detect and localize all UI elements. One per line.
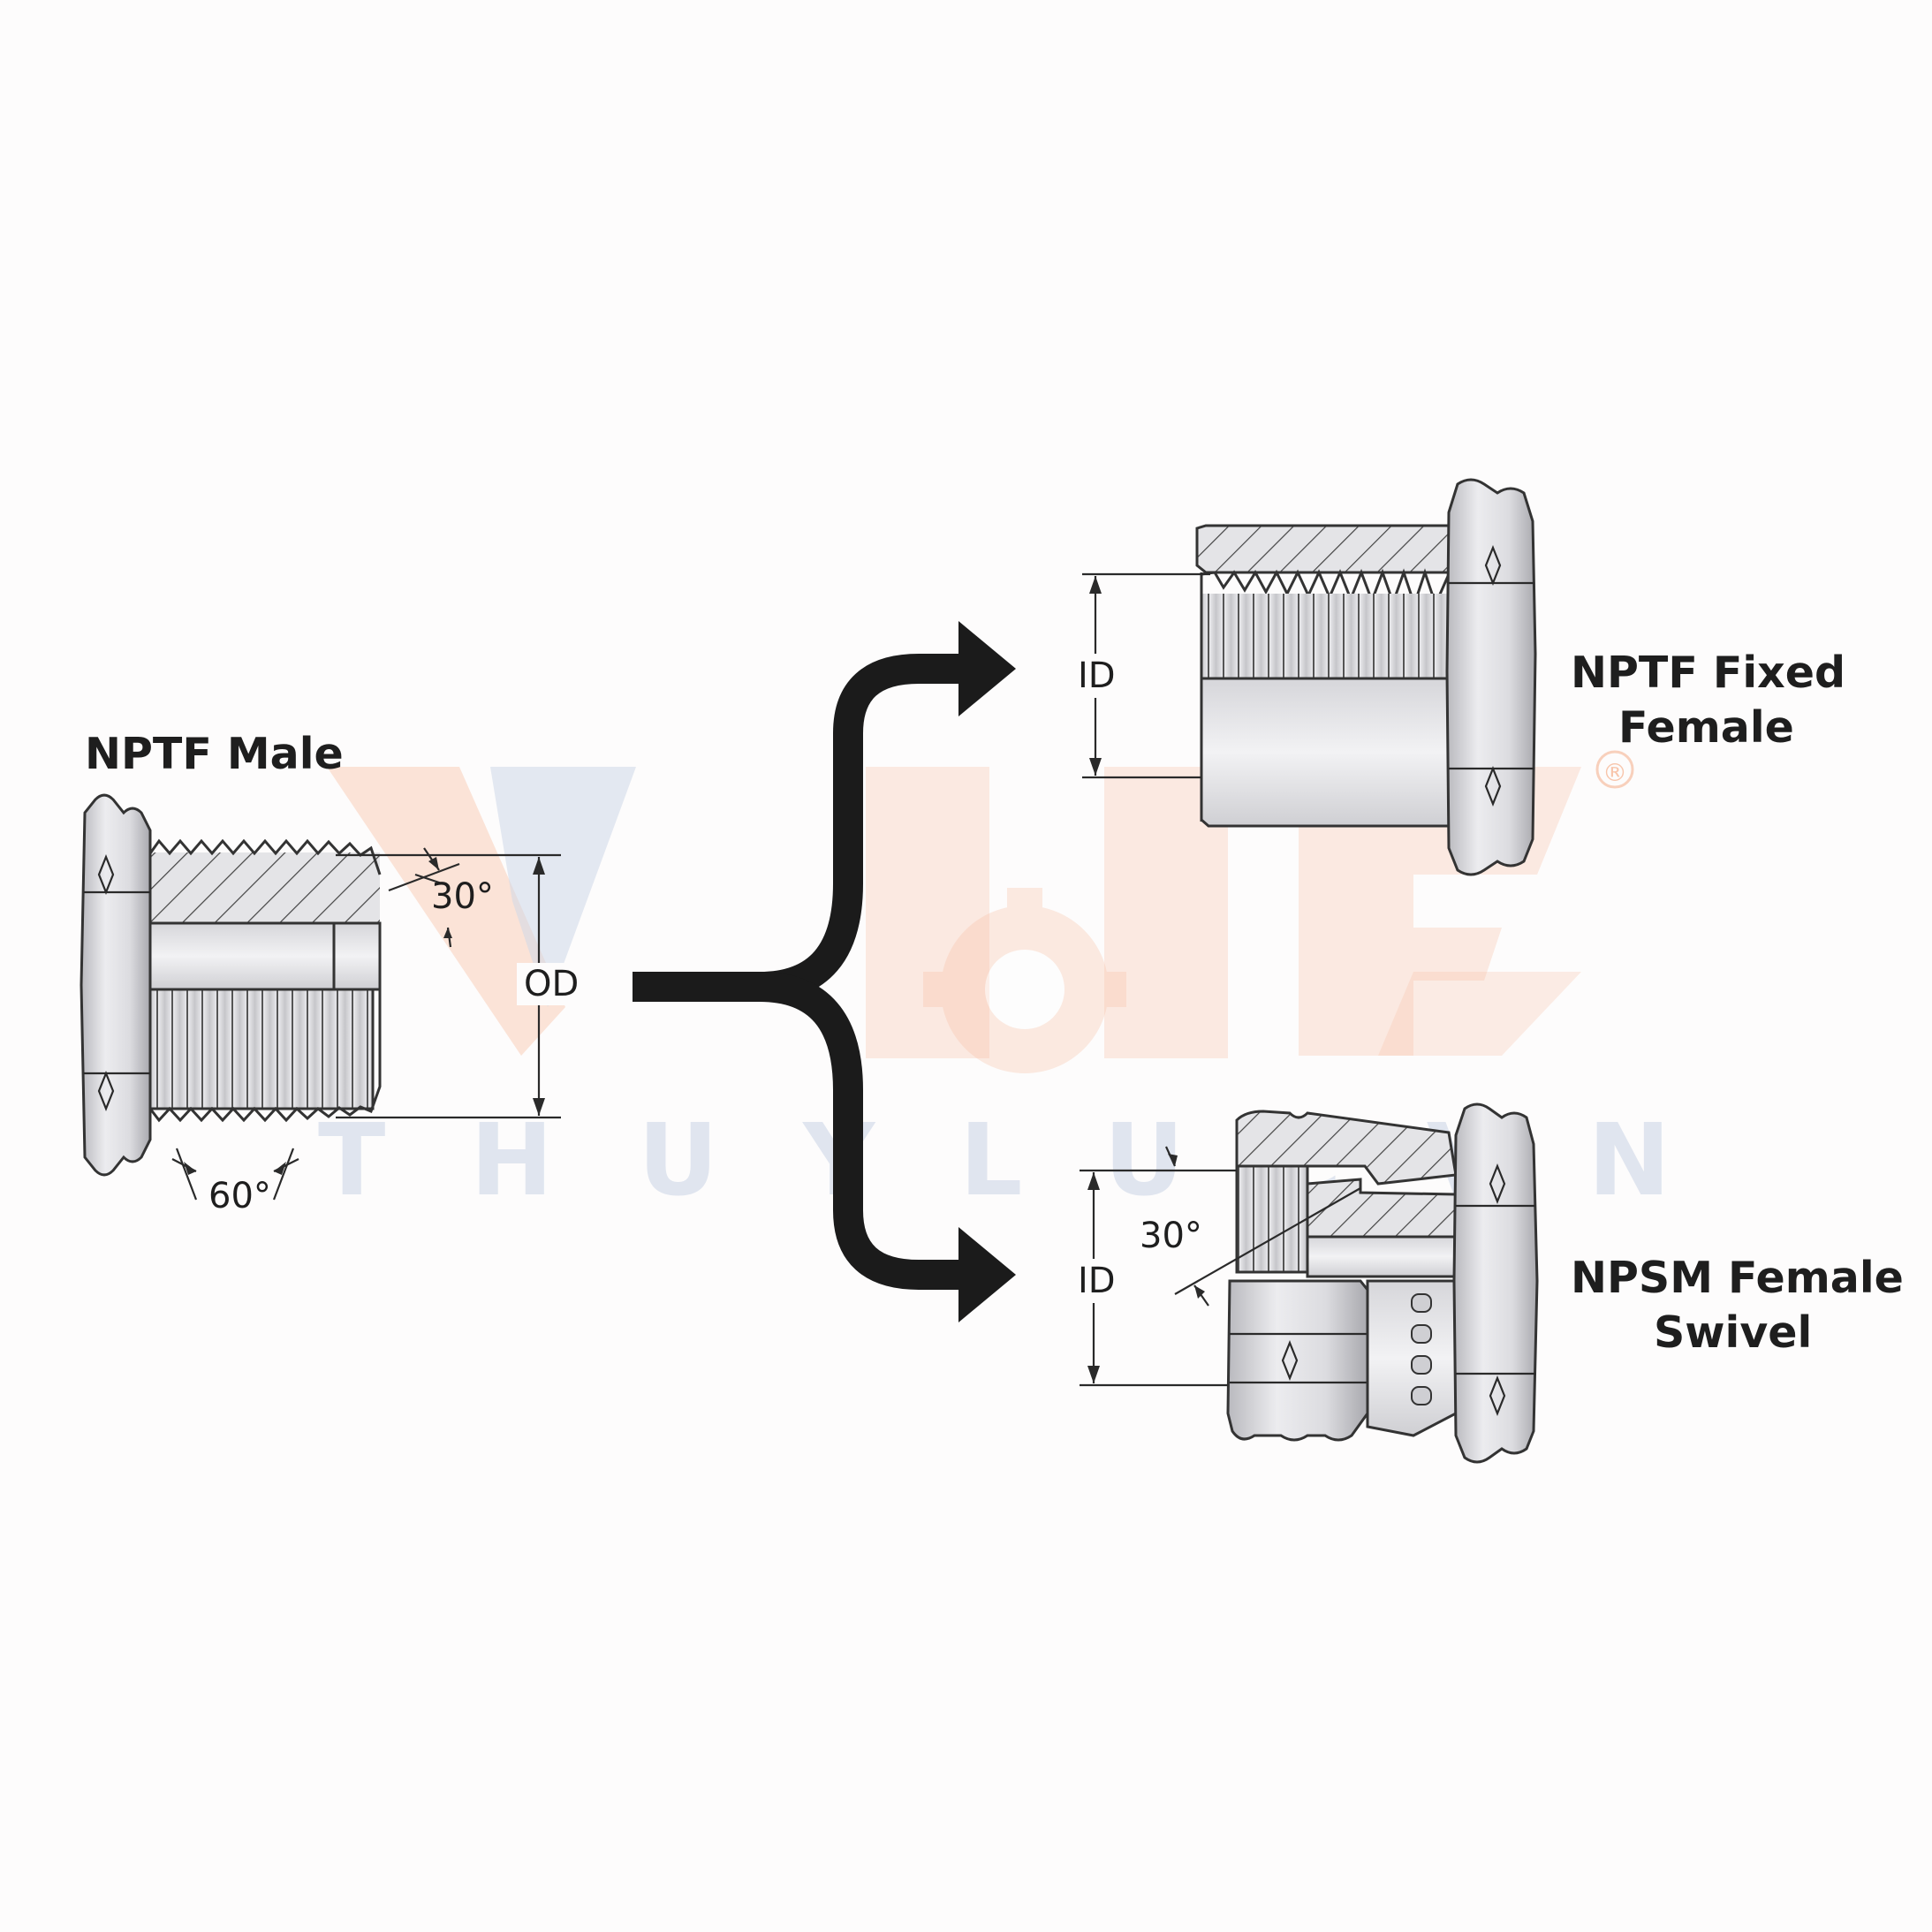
id-bottom-label: ID [1078, 1261, 1116, 1301]
fixed-female-wall-hatch [1195, 524, 1451, 574]
male-angle-30-label: 30° [431, 876, 494, 917]
watermark-h-left [866, 767, 989, 1058]
swivel-hex-nut [1452, 1102, 1539, 1464]
fixed-female-hex-nut [1445, 478, 1537, 876]
arrow-head-bottom [958, 1227, 1016, 1322]
id-top-label: ID [1078, 655, 1116, 696]
male-hex-nut [80, 793, 152, 1177]
registered-mark: ® [1602, 758, 1627, 787]
nptf-fixed-female-fitting: ID NPTF Fixed Female [1071, 478, 1845, 876]
od-label: OD [524, 964, 579, 1004]
branch-arrow [633, 621, 1016, 1322]
swivel-stem-bore [1306, 1235, 1458, 1278]
fixed-female-threads [1201, 594, 1449, 678]
male-angle-60-label: 60° [208, 1176, 271, 1216]
watermark-gear-icon [923, 888, 1126, 1073]
male-bore [148, 921, 382, 991]
watermark-v-left [327, 767, 565, 1056]
watermark-v-right [490, 767, 636, 1007]
male-thread-teeth-bottom [148, 923, 382, 1123]
watermark-e-slash [1378, 972, 1581, 1056]
swivel-threads [1235, 1164, 1309, 1274]
male-thread-lower [148, 988, 375, 1110]
label-npsm-female-swivel-line2: Swivel [1654, 1307, 1812, 1358]
swivel-angle-30-label: 30° [1140, 1216, 1202, 1256]
label-nptf-fixed-female-line1: NPTF Fixed [1571, 648, 1845, 698]
label-nptf-male: NPTF Male [85, 729, 344, 779]
arrow-head-top [958, 621, 1016, 716]
male-thread-section [150, 852, 380, 923]
watermark-text: THUYLUCVN [318, 1103, 1755, 1218]
label-nptf-fixed-female-line2: Female [1618, 702, 1794, 753]
npsm-female-swivel-fitting: ID 30° NPSM Female Swivel [1071, 1102, 1904, 1464]
fixed-female-bore [1200, 677, 1451, 828]
label-npsm-female-swivel-line1: NPSM Female [1571, 1253, 1904, 1303]
registered-mark-circle [1595, 750, 1634, 789]
swivel-stem [1366, 1279, 1458, 1437]
male-thread-teeth-top [148, 838, 382, 875]
nptf-male-fitting: OD 30° 60° NPTF Male [80, 729, 579, 1216]
